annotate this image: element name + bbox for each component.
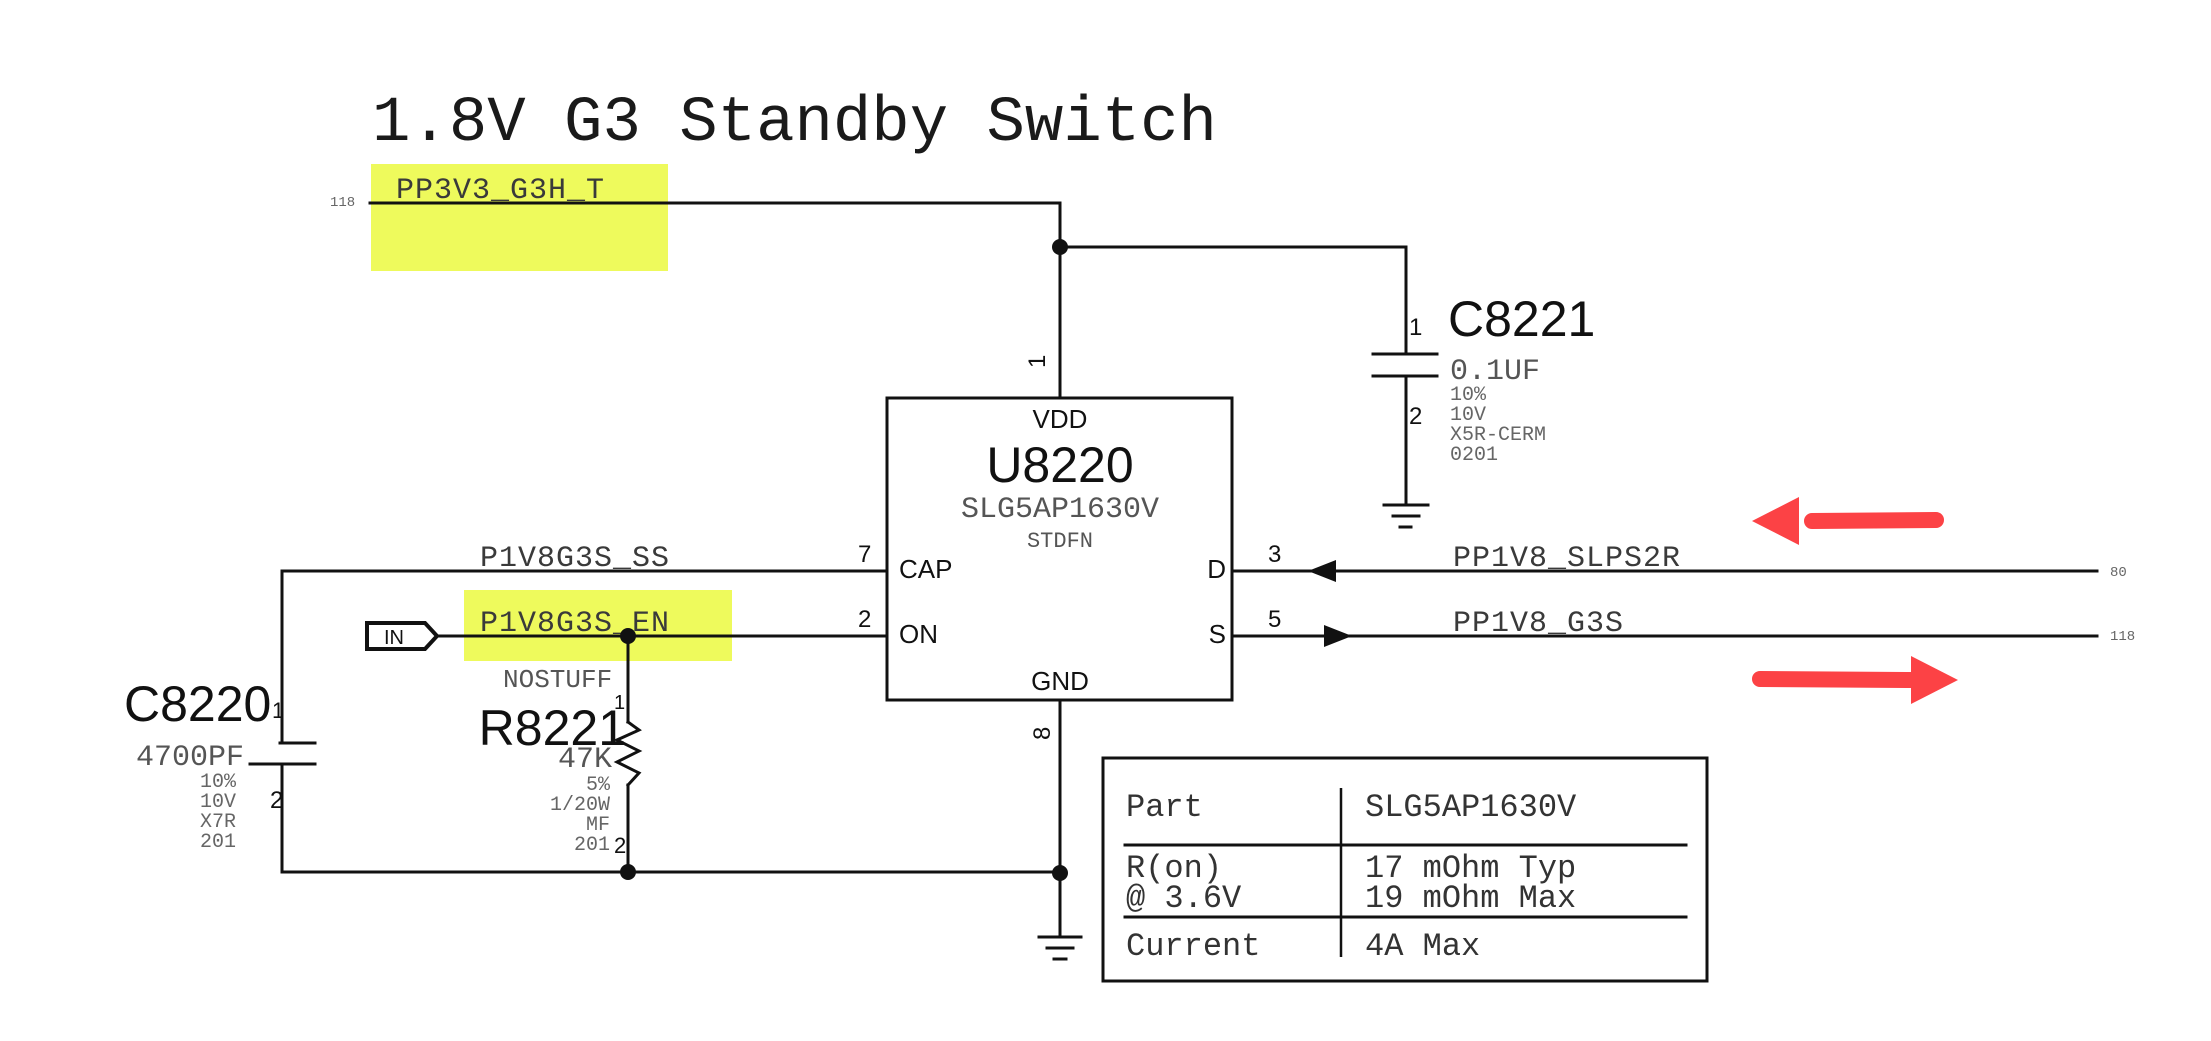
c8220-value: 4700PF [136, 741, 244, 775]
spec-table-label-current: Current [1126, 928, 1260, 965]
spec-table: Part SLG5AP1630V R(on) @ 3.6V 17 mOhm Ty… [1101, 756, 1709, 983]
r8221-value: 47K [558, 743, 612, 777]
ic-pin-name-cap: CAP [899, 554, 952, 584]
c8221-value: 0.1UF [1450, 355, 1540, 389]
r8221-attr-type: MF [586, 814, 610, 837]
net-label-p1v8g3s-ss[interactable]: P1V8G3S_SS [480, 542, 670, 576]
c8221-attr-dielectric: X5R-CERM [1450, 424, 1546, 447]
ic-pin-name-on: ON [899, 619, 938, 649]
net-page-ref-source: 118 [2110, 629, 2135, 645]
pin-number-gnd: 8 [1029, 727, 1056, 740]
ic-refdes: U8220 [986, 437, 1133, 493]
ic-pin-name-s: S [1209, 619, 1226, 649]
c8221-refdes[interactable]: C8221 [1448, 291, 1595, 347]
ground-symbol-ic [1037, 935, 1083, 961]
ic-pin-name-vdd: VDD [1033, 404, 1088, 434]
direction-arrow-in-d [1308, 560, 1354, 582]
spec-table-label-part: Part [1126, 789, 1203, 826]
c8220-attr-dielectric: X7R [200, 811, 236, 834]
net-label-p1v8g3s-en[interactable]: P1V8G3S_EN [480, 607, 670, 641]
c8220-attr-size: 201 [200, 831, 236, 854]
net-page-ref-input: 118 [330, 195, 355, 211]
c8220-attr-voltage: 10V [200, 791, 236, 814]
ground-symbol-c8221 [1382, 503, 1430, 529]
c8220-attr-tolerance: 10% [200, 771, 237, 794]
highlight-p1v8g3s-en [464, 590, 732, 661]
annotation-arrow-right [1752, 656, 1958, 704]
highlight-pp3v3-g3h-t [371, 164, 668, 271]
spec-table-border [1101, 756, 1709, 983]
ic-part-number: SLG5AP1630V [961, 493, 1159, 527]
pin-number-on: 2 [858, 606, 871, 633]
ic-package: STDFN [1027, 529, 1093, 554]
spec-table-value-current: 4A Max [1365, 928, 1480, 965]
net-page-ref-drain: 80 [2110, 565, 2127, 581]
input-port-flag[interactable]: IN [365, 621, 440, 651]
r8221-attr-size: 201 [574, 834, 610, 857]
r8221-note: NOSTUFF [503, 665, 612, 695]
spec-table-value-ron-max: 19 mOhm Max [1365, 880, 1576, 917]
c8220-pin1: 1 [272, 698, 284, 723]
r8221-refdes[interactable]: R8221 [479, 700, 626, 756]
junction-dot-gnd [1052, 865, 1068, 881]
net-label-pp1v8-slps2r[interactable]: PP1V8_SLPS2R [1453, 542, 1681, 576]
pin-number-d: 3 [1268, 541, 1281, 568]
ic-pin-name-d: D [1207, 554, 1226, 584]
spec-table-label-ron-condition: @ 3.6V [1126, 880, 1242, 917]
schematic-title: 1.8V G3 Standby Switch [372, 88, 1217, 160]
pin-number-vdd: 1 [1024, 355, 1051, 368]
wire-p1v8g3s-ss [280, 569, 889, 745]
c8220-pin2: 2 [270, 787, 283, 814]
direction-arrow-out-s [1306, 625, 1352, 647]
annotation-arrow-left [1752, 497, 1944, 545]
spec-table-label-ron: R(on) [1126, 850, 1222, 887]
c8221-attr-tolerance: 10% [1450, 384, 1487, 407]
c8220-refdes[interactable]: C8220 [124, 676, 271, 732]
wire-c8221-top [1058, 245, 1408, 356]
pin-number-s: 5 [1268, 606, 1281, 633]
c8221-attr-voltage: 10V [1450, 404, 1486, 427]
r8221-attr-power: 1/20W [550, 794, 610, 817]
wire-pp3v3-g3h-t [368, 201, 1062, 400]
net-label-pp3v3-g3h-t[interactable]: PP3V3_G3H_T [396, 174, 605, 208]
spec-table-value-ron-typ: 17 mOhm Typ [1365, 850, 1576, 887]
ic-pin-name-gnd: GND [1031, 666, 1089, 696]
r8221-pin1: 1 [614, 692, 625, 714]
r8221-pin2: 2 [614, 833, 626, 858]
pin-number-cap: 7 [858, 541, 871, 568]
input-port-label: IN [384, 627, 404, 649]
c8221-attr-size: 0201 [1450, 444, 1498, 467]
r8221-attr-tolerance: 5% [586, 774, 611, 797]
c8221-pin2: 2 [1409, 403, 1422, 430]
r8221-resistor-symbol[interactable] [613, 719, 643, 788]
net-label-pp1v8-g3s[interactable]: PP1V8_G3S [1453, 607, 1624, 641]
c8221-pin1: 1 [1409, 314, 1422, 341]
spec-table-value-part: SLG5AP1630V [1365, 789, 1577, 826]
